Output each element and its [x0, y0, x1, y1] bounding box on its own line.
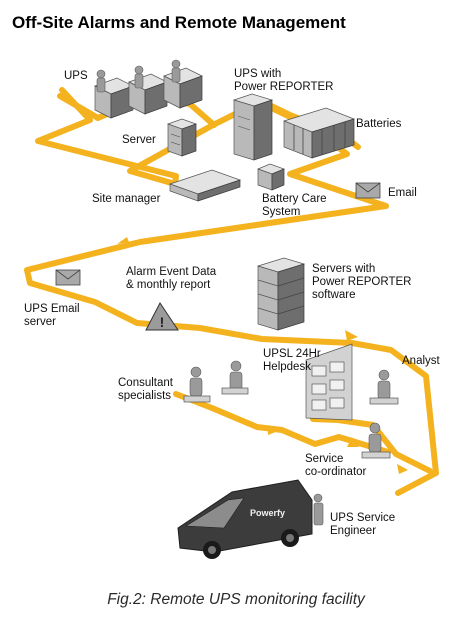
van-brand-text: Powerfy: [250, 508, 285, 518]
label-analyst: Analyst: [402, 355, 441, 367]
label-alarm-report: & monthly report: [126, 279, 211, 291]
label-battery-care: Battery Care: [262, 193, 327, 205]
flow-arrow: [397, 464, 408, 474]
email-envelope-icon: [355, 182, 381, 199]
label-service: Service: [305, 453, 343, 465]
label-email: Email: [388, 187, 417, 199]
ups-cabinet-icon: [94, 69, 134, 119]
label-batteries: Batteries: [356, 118, 402, 130]
ups-with-power-reporter-icon: [232, 93, 274, 161]
helpdesk-wall-display-icon: [305, 343, 353, 421]
analyst-icon: [369, 369, 399, 405]
service-coordinator-icon: [361, 422, 391, 459]
label-ups-email: UPS Email: [24, 303, 80, 315]
label-ups-with: UPS with: [234, 68, 281, 80]
server-icon: [166, 118, 198, 157]
power-reporter-server-stack-icon: [256, 257, 306, 331]
flow-arrow: [347, 437, 359, 447]
label-ups-email-server: server: [24, 316, 56, 328]
label-servers-with: Servers with: [312, 263, 375, 275]
label-ups-with-reporter: Power REPORTER: [234, 81, 333, 93]
service-van-icon: Powerfy: [177, 479, 324, 559]
site-manager-icon: [168, 169, 242, 202]
warning-triangle-icon: !: [145, 302, 179, 331]
label-battery-care-system: System: [262, 206, 300, 218]
label-engineer: Engineer: [330, 525, 376, 537]
battery-care-system-icon: [257, 163, 285, 191]
flow-arrow: [117, 237, 129, 244]
consultant-specialists-icon: [183, 360, 249, 403]
label-site-manager: Site manager: [92, 193, 161, 205]
label-servers-reporter: Power REPORTER: [312, 276, 411, 288]
ups-email-server-envelope-icon: [55, 269, 81, 286]
label-server: Server: [122, 134, 156, 146]
svg-text:!: !: [160, 314, 165, 330]
page-title: Off-Site Alarms and Remote Management: [12, 13, 346, 32]
ups-cabinet-icon: [128, 65, 168, 115]
label-ups-service: UPS Service: [330, 512, 395, 524]
label-ups: UPS: [64, 70, 88, 82]
flow-arrow: [345, 330, 358, 341]
flow-path-lower-left: [173, 391, 391, 455]
ups-cabinet-icon: [163, 59, 203, 109]
label-specialists: specialists: [118, 390, 171, 402]
label-consultant: Consultant: [118, 377, 174, 389]
figure-caption: Fig.2: Remote UPS monitoring facility: [107, 591, 366, 608]
label-coordinator: co-ordinator: [305, 466, 367, 478]
label-upsl: UPSL 24Hr: [263, 348, 321, 360]
battery-bank-icon: [282, 107, 356, 159]
label-servers-software: software: [312, 289, 355, 301]
flow-arrow: [268, 425, 278, 435]
label-alarm-event: Alarm Event Data: [126, 266, 217, 278]
label-helpdesk: Helpdesk: [263, 361, 311, 373]
